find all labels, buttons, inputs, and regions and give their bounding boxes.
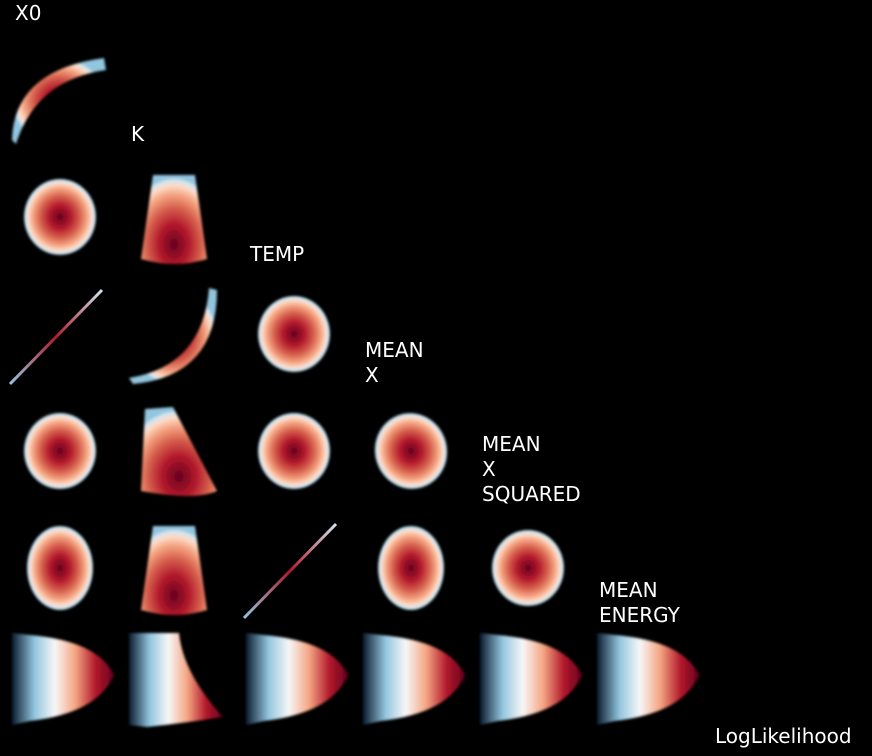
density-blob xyxy=(24,413,96,489)
panel-5-3 xyxy=(378,526,444,610)
panel-6-4 xyxy=(480,633,582,725)
density-blob-tilted xyxy=(374,413,448,489)
density-curve-convex xyxy=(129,288,217,384)
density-line xyxy=(8,288,104,386)
label-k: K xyxy=(131,122,145,146)
density-blob xyxy=(258,413,330,489)
panel-4-0 xyxy=(24,413,96,489)
panel-6-0 xyxy=(12,633,114,725)
density-blob xyxy=(24,179,96,255)
panel-4-1 xyxy=(141,407,217,496)
density-blob xyxy=(492,530,564,606)
density-line xyxy=(242,522,338,620)
label-x0: X0 xyxy=(15,1,42,25)
density-fan xyxy=(363,633,465,725)
panel-1-0 xyxy=(12,58,106,144)
density-curve-concave xyxy=(12,58,106,144)
label-mean-x-squared: MEAN X SQUARED xyxy=(482,432,581,506)
panel-4-2 xyxy=(258,413,330,489)
density-blob xyxy=(258,296,330,372)
density-blob-tall xyxy=(378,526,444,610)
panel-3-2 xyxy=(258,296,330,372)
density-blob-tall xyxy=(27,526,93,610)
label-mean-x: MEAN X xyxy=(365,338,424,387)
label-temp: TEMP xyxy=(250,242,305,266)
panel-2-1 xyxy=(141,175,207,264)
density-trapezoid-up xyxy=(141,526,207,615)
panel-5-1 xyxy=(141,526,207,615)
panel-6-3 xyxy=(363,633,465,725)
density-fan xyxy=(480,633,582,725)
label-mean-energy: MEAN ENERGY xyxy=(599,578,680,627)
panel-5-2 xyxy=(242,522,338,620)
panel-2-0 xyxy=(24,179,96,255)
panel-4-3 xyxy=(374,413,448,489)
density-fan xyxy=(246,633,348,725)
panel-5-0 xyxy=(27,526,93,610)
density-fan-skew xyxy=(129,633,223,727)
density-fan xyxy=(12,633,114,725)
density-trapezoid-skew xyxy=(141,407,217,496)
density-fan xyxy=(597,633,699,725)
panel-6-5 xyxy=(597,633,699,725)
density-trapezoid-up xyxy=(141,175,207,264)
panel-3-1 xyxy=(129,288,217,384)
label-loglikelihood: LogLikelihood xyxy=(715,724,852,748)
panel-6-2 xyxy=(246,633,348,725)
panel-6-1 xyxy=(129,633,223,727)
panel-3-0 xyxy=(8,288,104,386)
panel-5-4 xyxy=(492,530,564,606)
